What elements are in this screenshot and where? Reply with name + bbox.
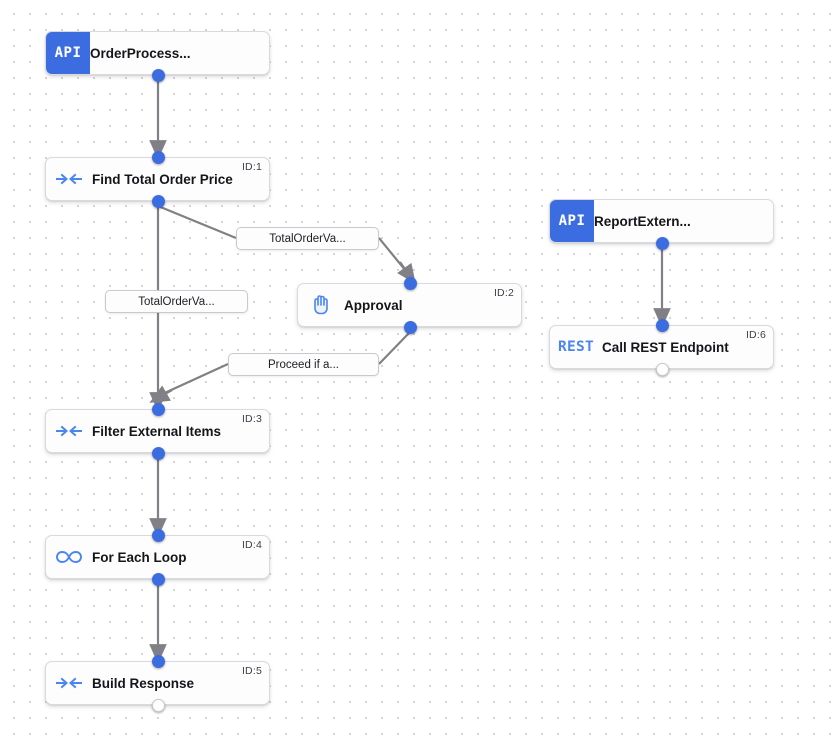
- edge-label-proceed-if-approved[interactable]: Proceed if a...: [228, 353, 379, 376]
- edge-find-total-to-approval-arrow: [397, 261, 416, 285]
- node-label: OrderProcess...: [90, 45, 191, 61]
- node-label: Call REST Endpoint: [602, 339, 729, 355]
- node-report-external[interactable]: API ReportExtern...: [549, 199, 774, 243]
- node-id-badge: ID:4: [241, 539, 262, 551]
- transform-arrows-icon: [46, 662, 92, 704]
- node-id-badge: ID:2: [493, 287, 514, 299]
- node-id-badge: ID:1: [241, 161, 262, 173]
- port-find-total-output[interactable]: [151, 194, 165, 208]
- port-call-rest-input[interactable]: [655, 318, 669, 332]
- api-badge-icon: API: [46, 32, 90, 74]
- node-build-response[interactable]: Build Response ID:5: [45, 661, 270, 705]
- port-build-response-output[interactable]: [151, 698, 165, 712]
- port-find-total-input[interactable]: [151, 150, 165, 164]
- node-id-badge: ID:6: [745, 329, 766, 341]
- raised-hand-icon: [298, 284, 344, 326]
- edge-label-total-order-value-main[interactable]: TotalOrderVa...: [105, 290, 248, 313]
- node-approval[interactable]: Approval ID:2: [297, 283, 522, 327]
- rest-badge-icon: REST: [557, 339, 595, 355]
- infinity-loop-icon: [46, 536, 92, 578]
- port-loop-output[interactable]: [151, 572, 165, 586]
- port-filter-output[interactable]: [151, 446, 165, 460]
- port-approval-output[interactable]: [403, 320, 417, 334]
- port-call-rest-output[interactable]: [655, 362, 669, 376]
- node-label: Filter External Items: [92, 423, 222, 439]
- api-badge-icon: API: [550, 200, 594, 242]
- port-filter-input[interactable]: [151, 402, 165, 416]
- node-label: Find Total Order Price: [92, 171, 233, 187]
- edge-approval-to-filter-arrow: [149, 385, 173, 403]
- port-build-response-input[interactable]: [151, 654, 165, 668]
- node-label: Approval: [344, 297, 403, 313]
- port-order-process-output[interactable]: [151, 68, 165, 82]
- port-report-external-output[interactable]: [655, 236, 669, 250]
- port-approval-input[interactable]: [403, 276, 417, 290]
- node-label: Build Response: [92, 675, 195, 691]
- node-id-badge: ID:3: [241, 413, 262, 425]
- node-label: For Each Loop: [92, 549, 187, 565]
- transform-arrows-icon: [46, 158, 92, 200]
- node-id-badge: ID:5: [241, 665, 262, 677]
- edge-label-total-order-value-branch[interactable]: TotalOrderVa...: [236, 227, 379, 250]
- node-label: ReportExtern...: [594, 213, 691, 229]
- port-loop-input[interactable]: [151, 528, 165, 542]
- node-for-each-loop[interactable]: For Each Loop ID:4: [45, 535, 270, 579]
- transform-arrows-icon: [46, 410, 92, 452]
